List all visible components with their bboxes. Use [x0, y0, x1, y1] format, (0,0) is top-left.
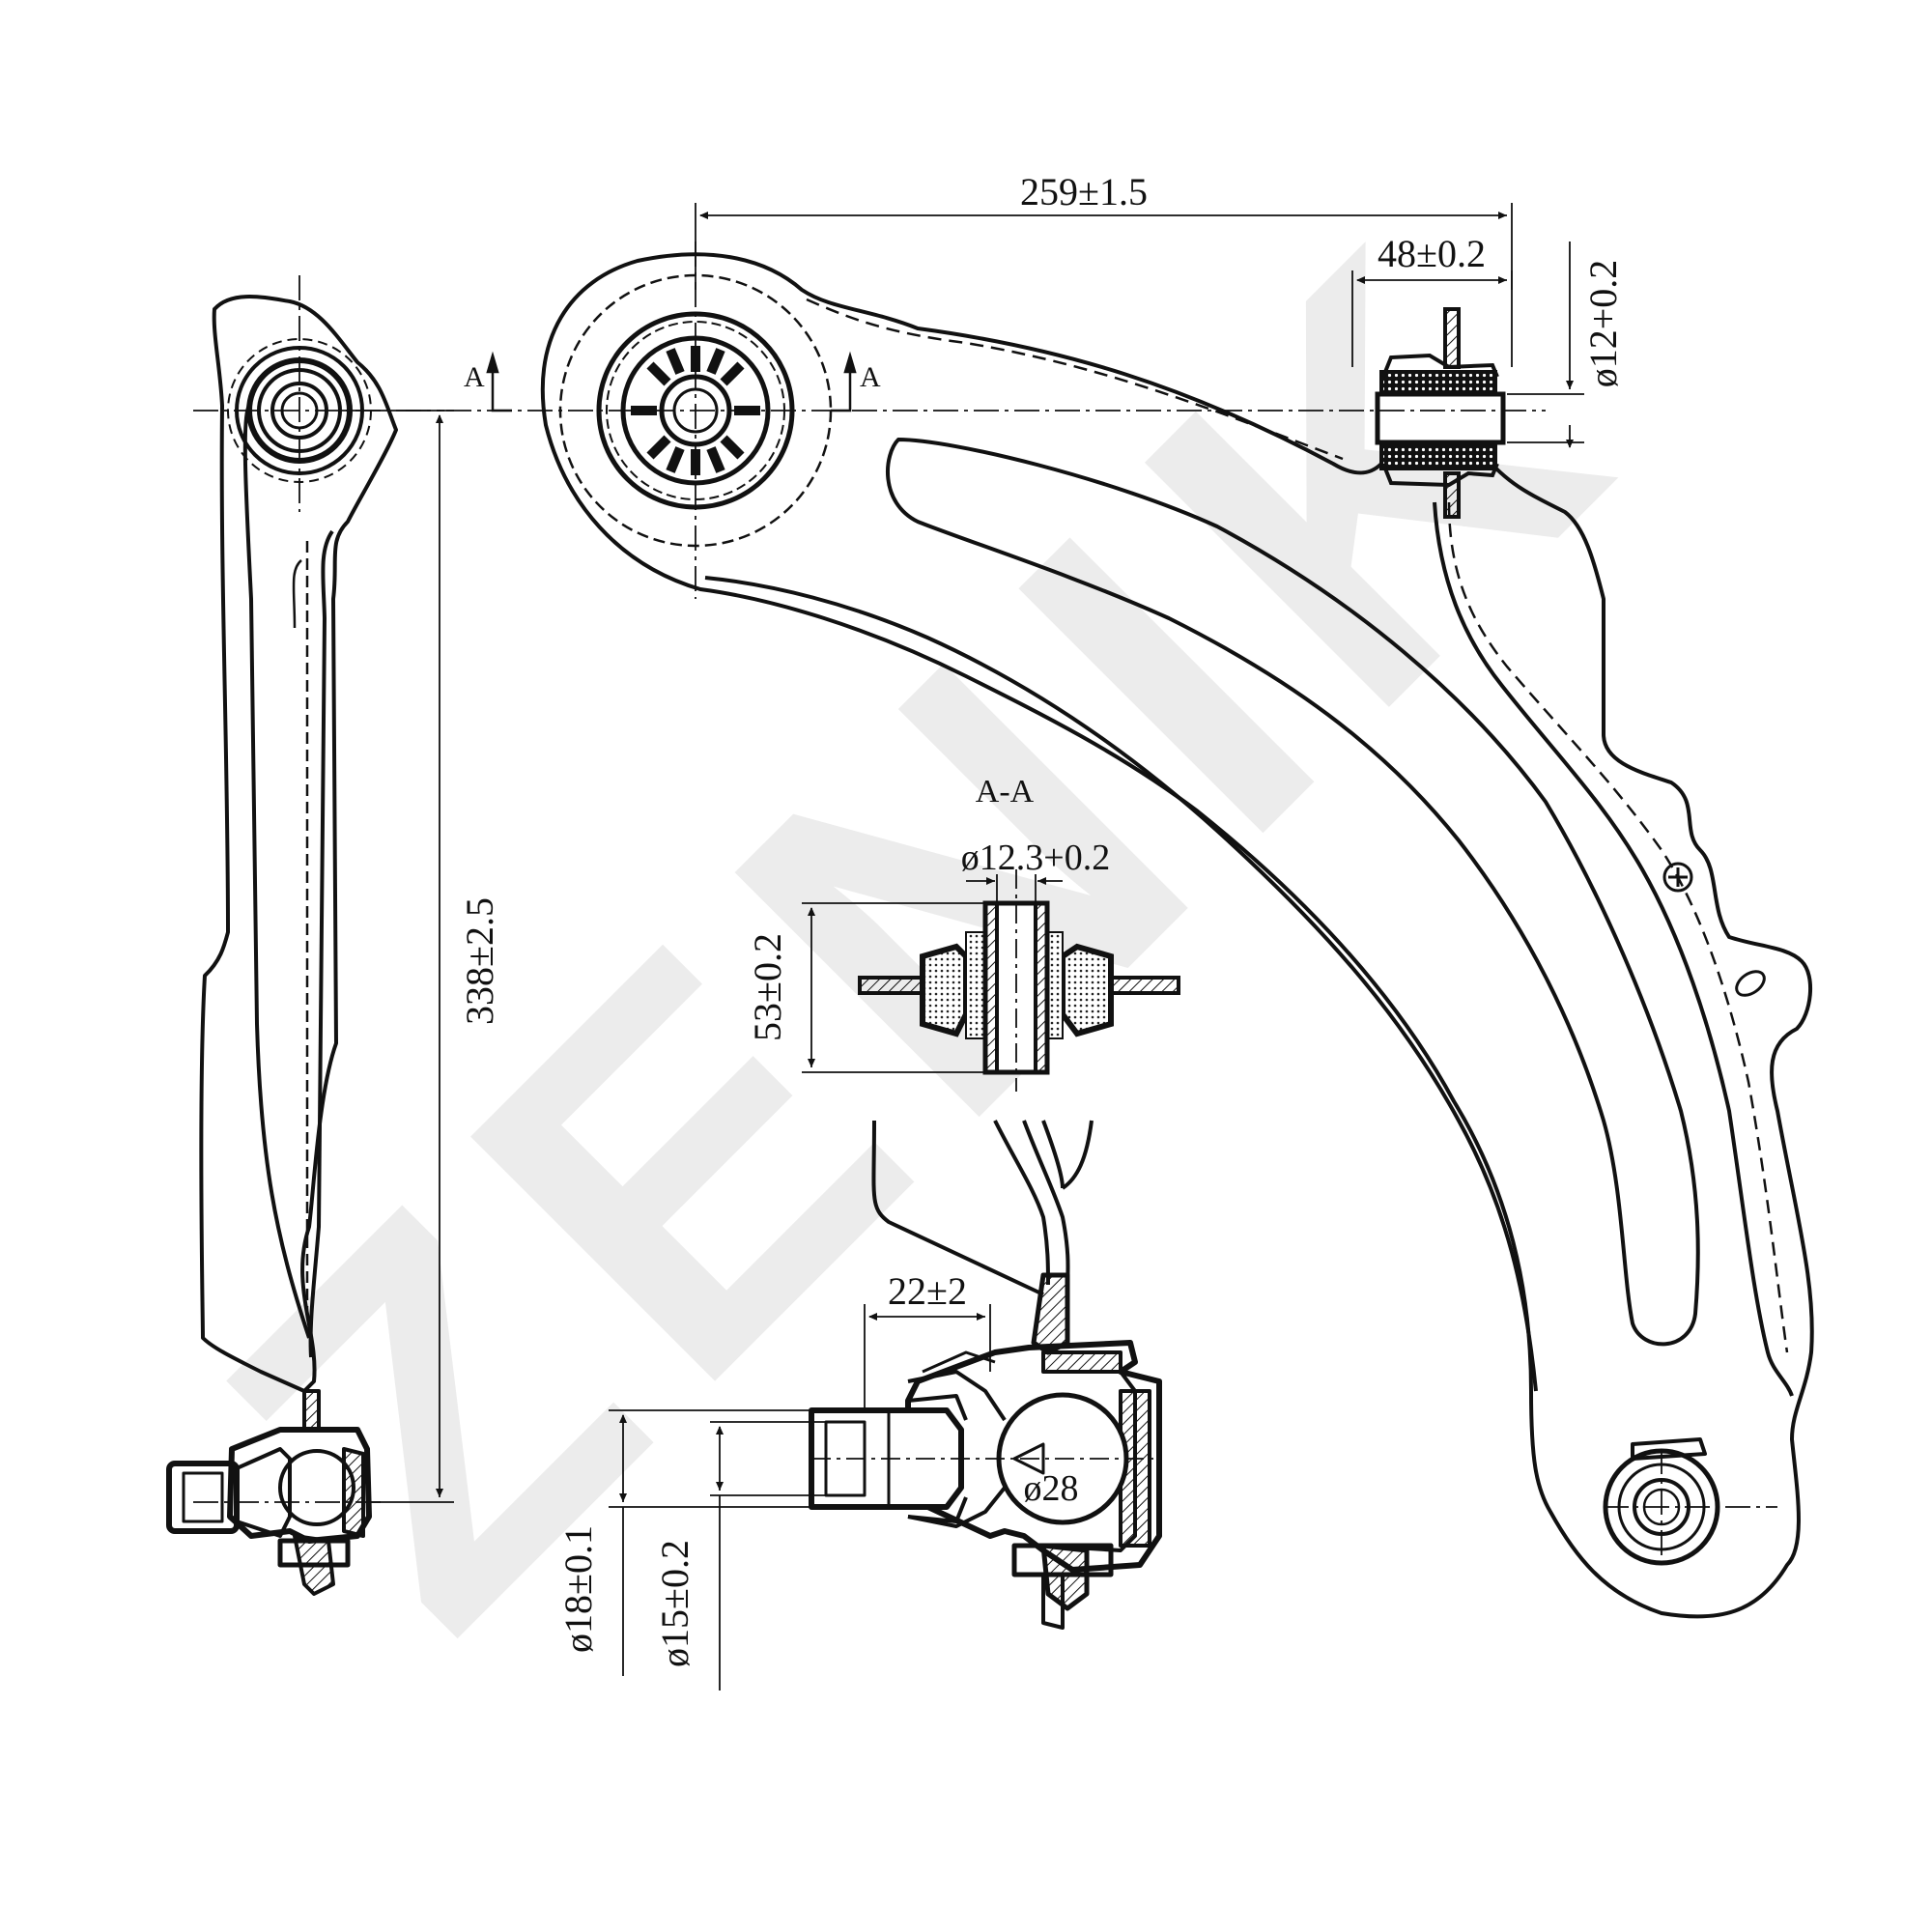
- overall-length-label: 259±1.5: [1020, 170, 1148, 213]
- section-marker-right: [831, 351, 857, 412]
- section-height-label: 53±0.2: [746, 933, 789, 1041]
- dim-section-height: [802, 902, 985, 1073]
- section-marker-left-label: A: [464, 361, 485, 393]
- bushing-bore-label: ø12+0.2: [1581, 260, 1625, 388]
- section-marker-left: [486, 351, 512, 412]
- ball-dia-label: ø28: [1024, 1468, 1079, 1509]
- stud-length-label: 22±2: [888, 1269, 967, 1313]
- section-bore-label: ø12.3+0.2: [961, 838, 1110, 878]
- dim-section-bore: [966, 874, 1063, 903]
- dim-stud-diameters: [609, 1409, 826, 1690]
- dim-arm-height: [338, 410, 454, 1503]
- section-marker-right-label: A: [860, 361, 881, 393]
- stud-dia-inner-label: ø15±0.2: [653, 1540, 696, 1667]
- dim-bushing-width: [1351, 270, 1513, 367]
- rear-bushing-top: [1375, 307, 1506, 519]
- stud-dia-outer-label: ø18±0.1: [556, 1525, 600, 1653]
- top-view-centerlines: [406, 242, 1777, 1565]
- dim-stud-length: [864, 1304, 991, 1410]
- section-title: A-A: [976, 774, 1035, 810]
- arm-height-label: 338±2.5: [458, 897, 501, 1025]
- dim-bushing-bore: [1507, 242, 1584, 448]
- bushing-width-label: 48±0.2: [1378, 232, 1486, 275]
